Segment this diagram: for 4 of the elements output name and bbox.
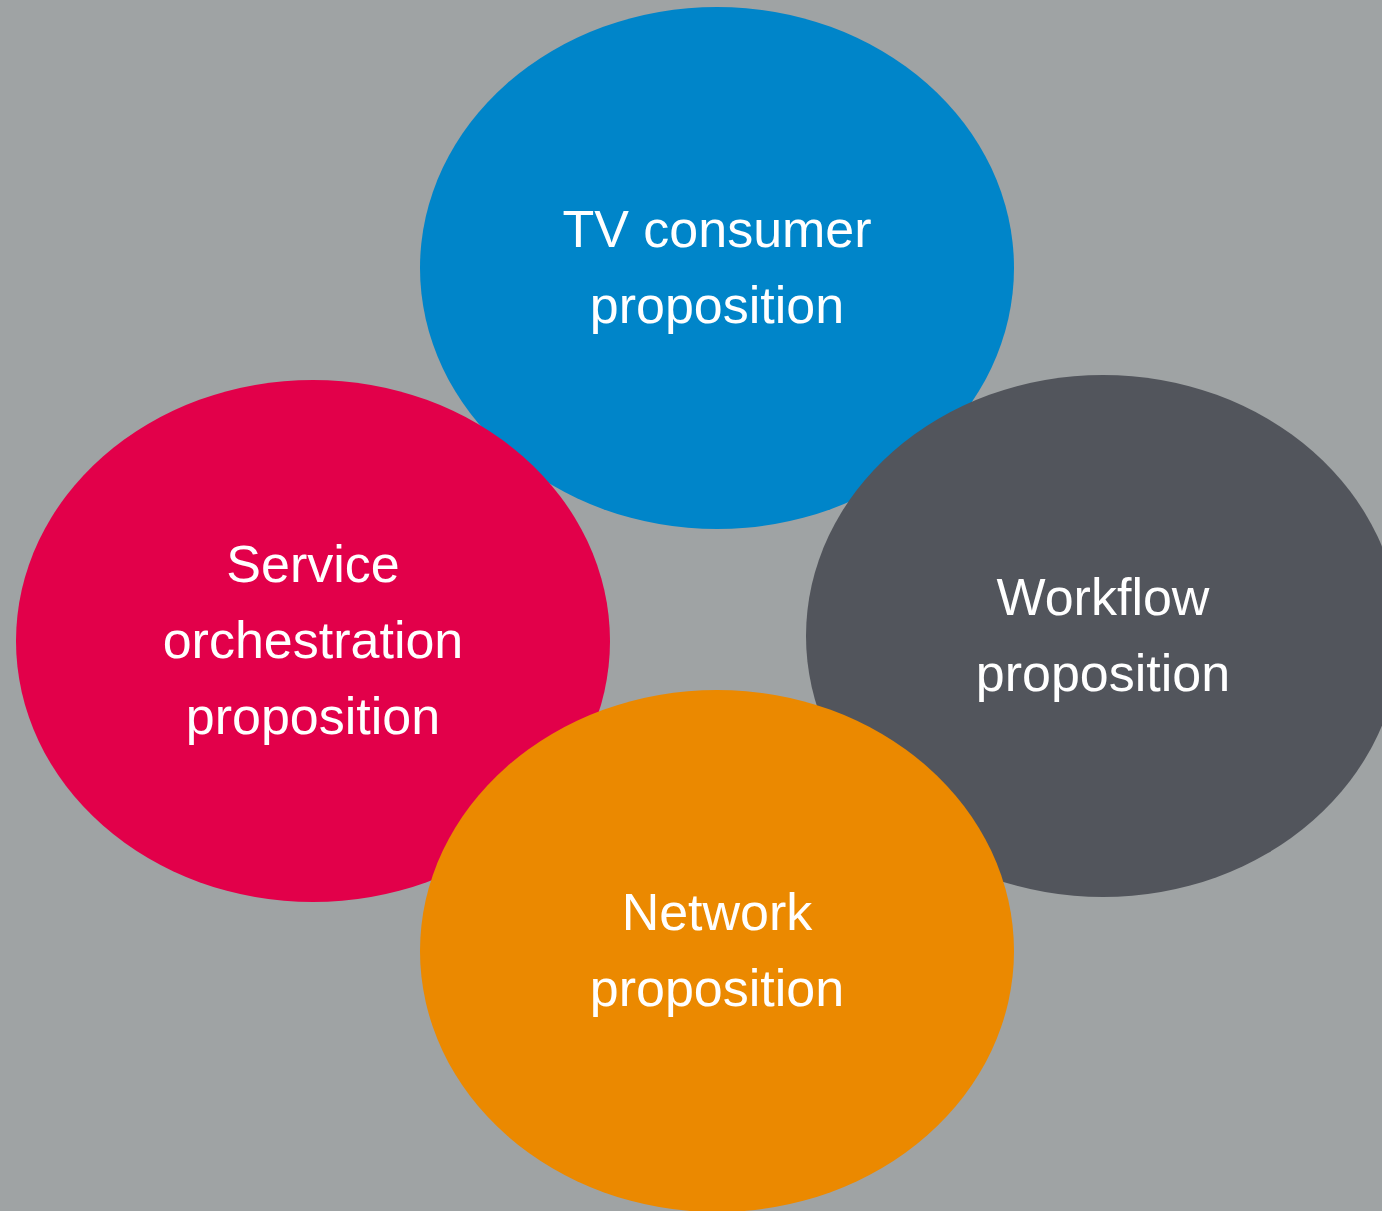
node-label: Workflow proposition [974, 567, 1232, 704]
node-label: Network proposition [588, 882, 846, 1019]
node-label: Service orchestration proposition [161, 534, 465, 747]
node-label: TV consumer proposition [561, 199, 873, 336]
